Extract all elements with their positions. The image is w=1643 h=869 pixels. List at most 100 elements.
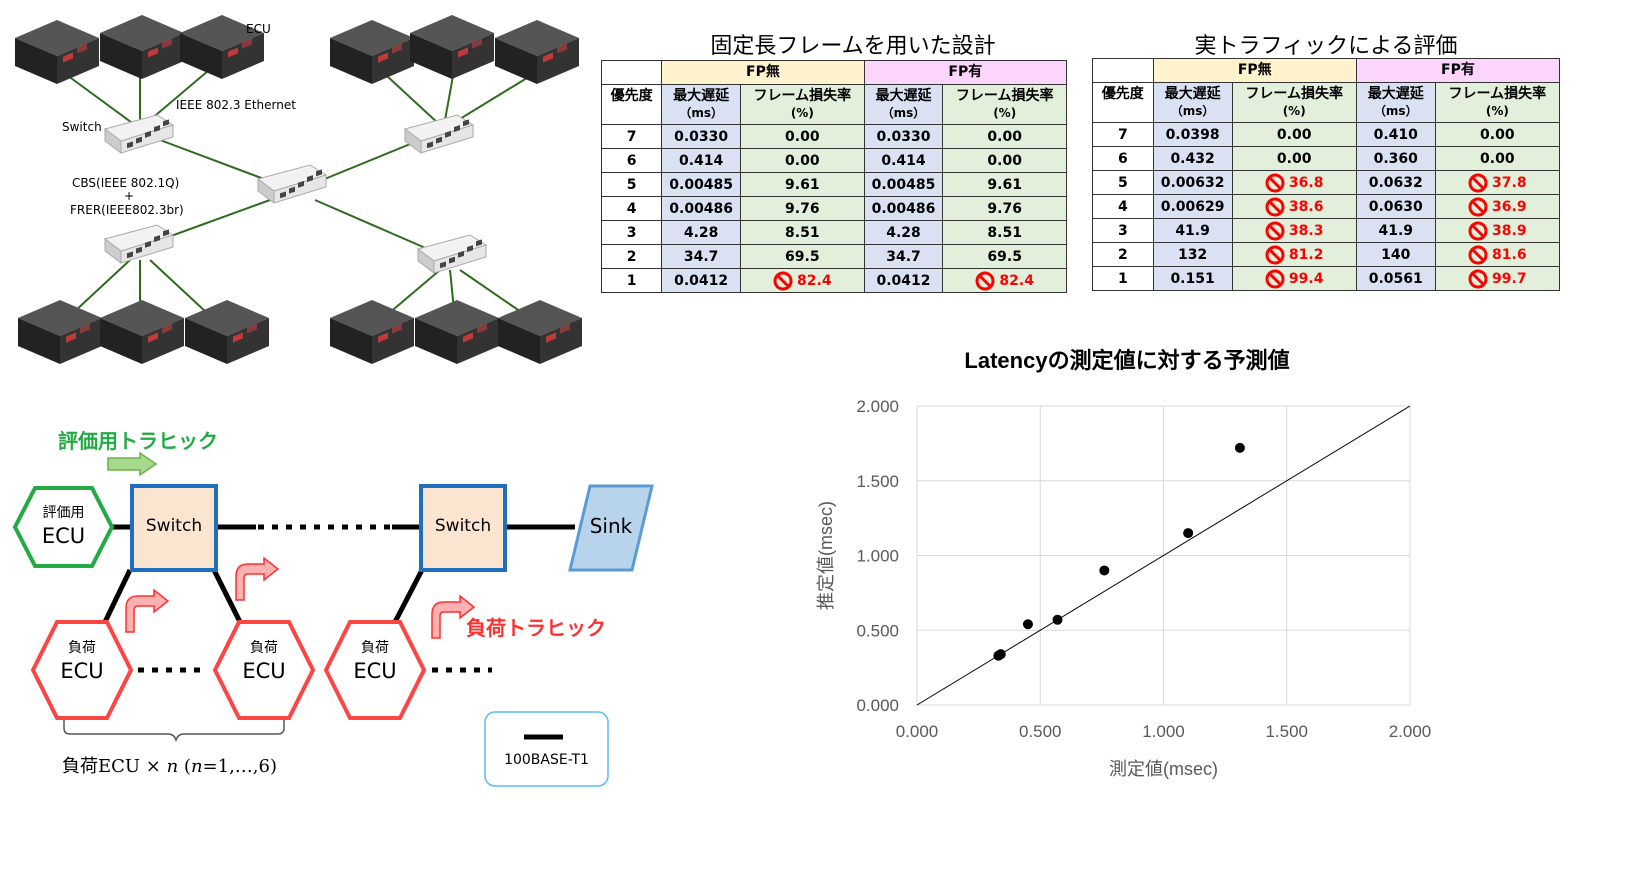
cell-priority: 7 <box>600 124 663 149</box>
latency-scatter-chart: Latencyの測定値に対する予測値 0.000 0.500 1.000 1.500 2.… <box>816 348 1432 779</box>
cell-latency: 0.414 <box>661 148 742 173</box>
load-ecu-1-line1: 負荷 <box>68 640 96 656</box>
load-ecu-count: 負荷ECU × n (n=1,…,6) <box>62 752 277 778</box>
cell-loss: 8.51 <box>942 220 1067 245</box>
header-latency: 最大遅延（ms） <box>661 84 742 125</box>
cell-latency: 0.151 <box>1152 266 1233 291</box>
cell-latency: 0.00632 <box>1152 170 1233 195</box>
cell-latency: 0.0412 <box>661 268 742 293</box>
legend-box <box>484 711 609 787</box>
cell-latency: 0.00486 <box>661 196 742 221</box>
cell-priority: 3 <box>1092 218 1154 243</box>
x-tick-label: 2.000 <box>1389 722 1432 741</box>
x-tick-label: 1.500 <box>1265 722 1308 741</box>
load-ecu-3-line2: ECU <box>353 659 397 683</box>
eval-ecu-label-2: ECU <box>41 524 86 548</box>
data-point <box>1234 442 1245 453</box>
data-point <box>1099 565 1110 576</box>
cell-priority: 2 <box>600 244 663 269</box>
cell-latency: 0.00629 <box>1152 194 1233 219</box>
y-tick-label: 1.000 <box>856 547 899 566</box>
ethernet-label: IEEE 802.3 Ethernet <box>176 98 296 112</box>
cell-loss: 36.9 <box>1434 194 1561 219</box>
eval-ecu-hexagon <box>12 486 115 568</box>
cell-latency: 0.414 <box>863 148 944 173</box>
x-tick-label: 0.000 <box>896 722 939 741</box>
header-fp-none: FP無 <box>1152 58 1357 83</box>
header-priority: 優先度 <box>1092 82 1154 123</box>
cell-loss: 36.8 <box>1231 170 1357 195</box>
header-latency: 最大遅延（ms） <box>863 84 944 125</box>
cell-latency: 4.28 <box>661 220 742 245</box>
cell-latency: 0.360 <box>1355 146 1436 171</box>
header-latency: 最大遅延（ms） <box>1355 82 1436 123</box>
cell-loss: 38.6 <box>1231 194 1357 219</box>
cell-loss: 69.5 <box>740 244 865 269</box>
table1-title: 固定長フレームを用いた設計 <box>710 34 996 59</box>
y-tick-label: 0.000 <box>856 696 899 715</box>
cell-priority: 5 <box>1092 170 1154 195</box>
cell-latency: 0.00486 <box>863 196 944 221</box>
cell-priority: 4 <box>1092 194 1154 219</box>
cell-latency: 0.0412 <box>863 268 944 293</box>
x-axis-label: 測定値(msec) <box>1109 759 1218 779</box>
header-priority: 優先度 <box>600 84 663 125</box>
y-axis-label: 推定値(msec) <box>816 501 836 610</box>
cell-loss: 8.51 <box>740 220 865 245</box>
load-ecu-hexagon-3 <box>323 620 427 720</box>
cell-loss: 69.5 <box>942 244 1067 269</box>
load-traffic-arrow-1 <box>125 588 170 633</box>
cell-latency: 0.0330 <box>661 124 742 149</box>
cell-priority: 4 <box>600 196 663 221</box>
cell-loss: 37.8 <box>1434 170 1561 195</box>
cell-loss: 81.2 <box>1231 242 1357 267</box>
prohibited-icon <box>1468 245 1488 264</box>
cell-latency: 140 <box>1355 242 1436 267</box>
cell-priority: 6 <box>1092 146 1154 171</box>
y-tick-label: 0.500 <box>856 621 899 640</box>
data-point <box>1022 619 1033 630</box>
cell-latency: 0.00485 <box>863 172 944 197</box>
prohibited-icon <box>1468 269 1488 288</box>
cell-latency: 0.00485 <box>661 172 742 197</box>
cell-loss: 9.61 <box>740 172 865 197</box>
cell-priority: 5 <box>600 172 663 197</box>
header-blank <box>1092 58 1154 83</box>
cell-latency: 41.9 <box>1355 218 1436 243</box>
eval-traffic-arrow <box>107 451 158 477</box>
cbs-label: CBS(IEEE 802.1Q) <box>72 176 180 190</box>
header-fp-with: FP有 <box>863 60 1068 85</box>
cell-latency: 0.0632 <box>1355 170 1436 195</box>
y-tick-label: 2.000 <box>856 397 899 416</box>
cell-latency: 132 <box>1152 242 1233 267</box>
cell-latency: 0.0630 <box>1355 194 1436 219</box>
cell-priority: 7 <box>1092 122 1154 147</box>
cell-latency: 0.432 <box>1152 146 1233 171</box>
x-tick-label: 1.000 <box>1142 722 1185 741</box>
prohibited-icon <box>1265 269 1285 288</box>
load-count-range: =1,…,6) <box>202 756 277 777</box>
switch-label-1: Switch <box>145 516 203 536</box>
header-loss: フレーム損失率(%) <box>740 84 865 125</box>
load-traffic-arrow-3 <box>431 594 476 639</box>
cell-loss: 38.9 <box>1434 218 1561 243</box>
cell-latency: 4.28 <box>863 220 944 245</box>
eval-ecu-label-1: 評価用 <box>42 505 85 521</box>
chart-title: Latencyの測定値に対する予測値 <box>964 348 1289 373</box>
load-ecu-brace <box>63 720 285 743</box>
x-tick-label: 0.500 <box>1019 722 1062 741</box>
cell-loss: 81.6 <box>1434 242 1561 267</box>
cell-latency: 0.0398 <box>1152 122 1233 147</box>
prohibited-icon <box>1468 197 1488 216</box>
cell-latency: 34.7 <box>863 244 944 269</box>
cell-latency: 0.0561 <box>1355 266 1436 291</box>
